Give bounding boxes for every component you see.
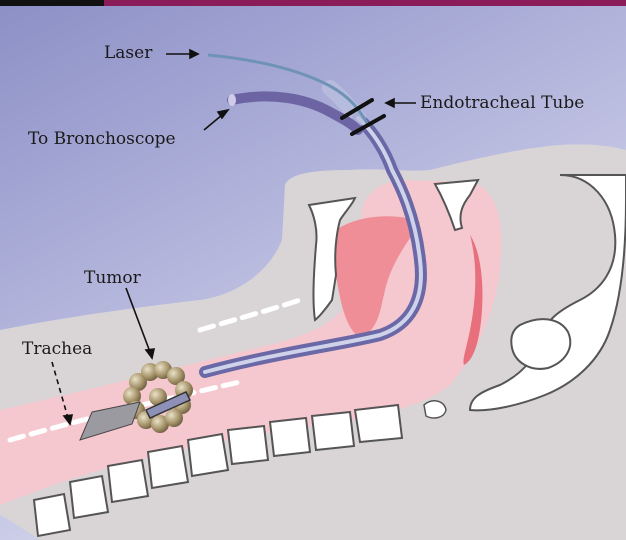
bronchoscope-tube-end [228,94,236,106]
vertebra-c2 [424,401,446,418]
vertebra-c1 [511,319,570,369]
header-tab [0,0,104,6]
laser-label: Laser [104,45,152,62]
trachea-label: Trachea [22,341,92,358]
endotracheal-tube-label: Endotracheal Tube [420,95,584,112]
to-bronchoscope-label: To Bronchoscope [28,131,176,148]
tumor-label: Tumor [84,270,141,287]
